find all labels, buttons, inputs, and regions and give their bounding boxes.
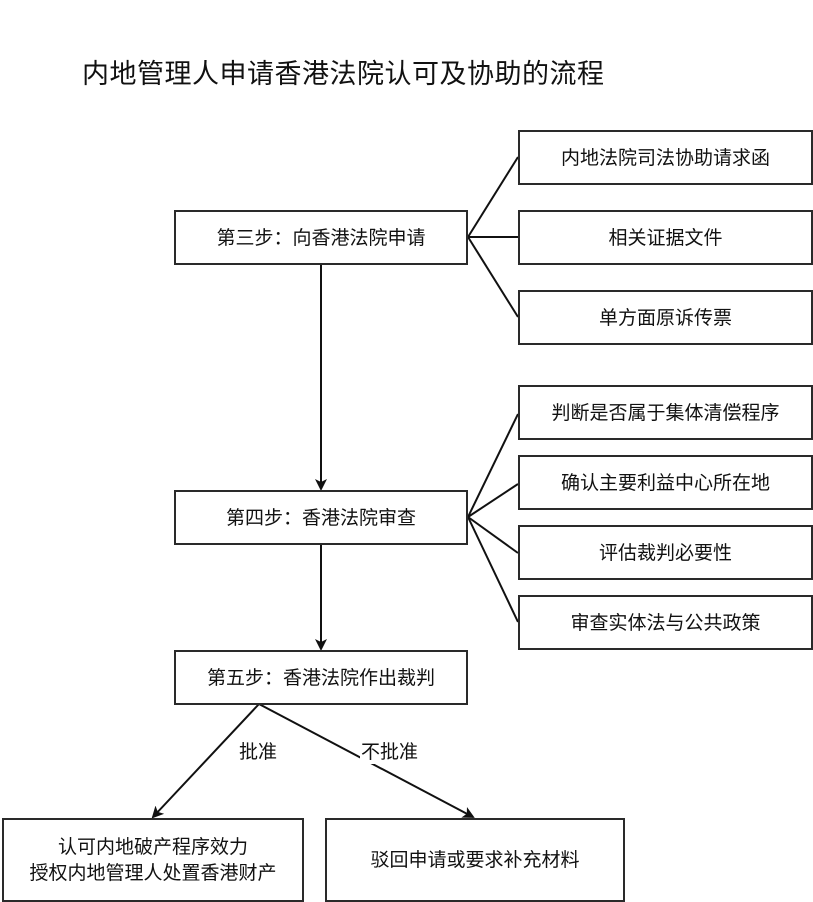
step4-item-box: 评估裁判必要性 xyxy=(518,525,813,580)
step3-item-label: 内地法院司法协助请求函 xyxy=(560,146,770,169)
approve-outcome-line: 授权内地管理人处置香港财产 xyxy=(29,862,277,884)
step3-item-box: 相关证据文件 xyxy=(518,210,813,265)
step4-item-box: 判断是否属于集体清偿程序 xyxy=(518,385,813,440)
diagram-title: 内地管理人申请香港法院认可及协助的流程 xyxy=(82,59,605,90)
connector-step3-item3 xyxy=(467,236,519,318)
step4-item-label: 判断是否属于集体清偿程序 xyxy=(551,401,780,424)
step3-item-box: 单方面原诉传票 xyxy=(518,290,813,345)
step3-item-label: 相关证据文件 xyxy=(608,226,723,249)
reject-outcome-box: 驳回申请或要求补充材料 xyxy=(325,818,625,902)
step3-item-box: 内地法院司法协助请求函 xyxy=(518,130,813,185)
reject-label: 不批准 xyxy=(360,737,420,764)
step4-label: 第四步：香港法院审查 xyxy=(225,506,416,529)
step4-item-box: 审查实体法与公共政策 xyxy=(518,595,813,650)
step4-item-label: 确认主要利益中心所在地 xyxy=(560,471,770,494)
approve-label: 批准 xyxy=(238,737,279,764)
approve-outcome-line: 认可内地破产程序效力 xyxy=(57,836,248,858)
step5-box: 第五步：香港法院作出裁判 xyxy=(174,650,468,705)
step4-item-box: 确认主要利益中心所在地 xyxy=(518,455,813,510)
step4-item-label: 审查实体法与公共政策 xyxy=(570,611,761,634)
step3-item-label: 单方面原诉传票 xyxy=(598,306,732,329)
arrow-approve xyxy=(151,703,260,819)
step3-box: 第三步：向香港法院申请 xyxy=(174,210,468,265)
step5-label: 第五步：香港法院作出裁判 xyxy=(206,666,435,689)
step3-label: 第三步：向香港法院申请 xyxy=(216,226,426,249)
step4-box: 第四步：香港法院审查 xyxy=(174,490,468,545)
reject-outcome-label: 驳回申请或要求补充材料 xyxy=(370,849,580,871)
connector-step3-item1 xyxy=(467,156,519,238)
connector-step4-item4 xyxy=(467,516,519,623)
approve-outcome-box: 认可内地破产程序效力 授权内地管理人处置香港财产 xyxy=(2,818,304,902)
step4-item-label: 评估裁判必要性 xyxy=(598,541,732,564)
connector-step4-item2 xyxy=(467,483,519,518)
connector-step4-item1 xyxy=(467,413,519,518)
connector-step4-item3 xyxy=(467,516,519,554)
